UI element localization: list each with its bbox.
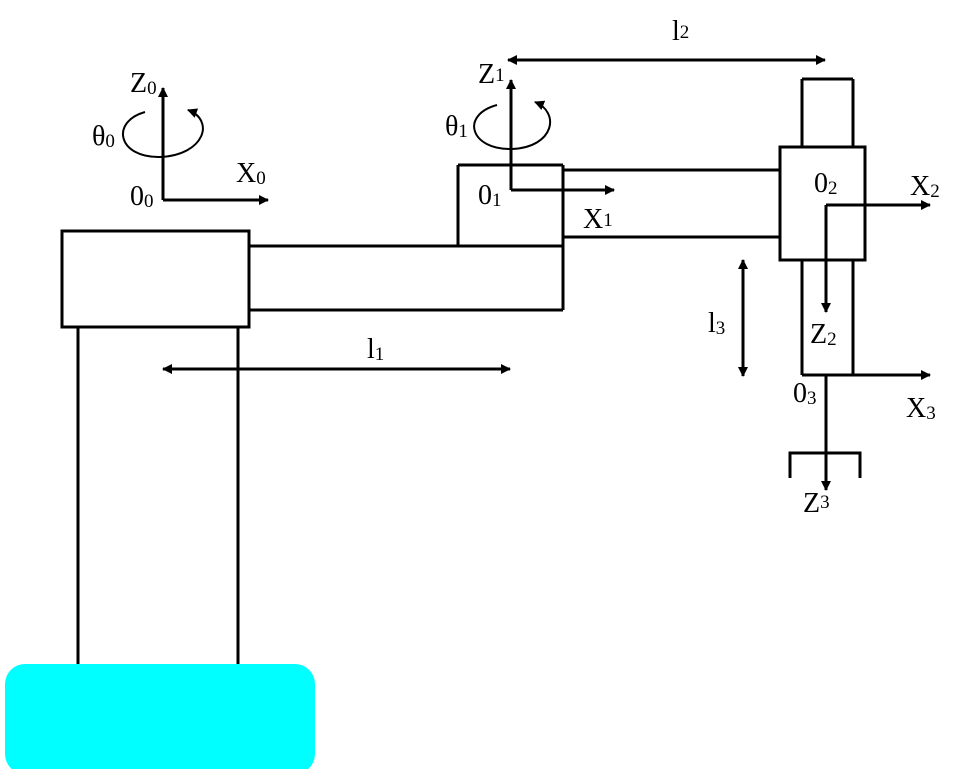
- base-column: [76, 328, 240, 664]
- label-l2: l2: [672, 16, 689, 47]
- label-o2: 02: [814, 168, 838, 199]
- label-theta1: θ1: [445, 111, 468, 142]
- prismatic-upper: [800, 77, 855, 147]
- label-z1: Z1: [478, 59, 505, 90]
- joint0-housing: [60, 229, 251, 329]
- link1: [249, 165, 565, 312]
- frame3-axes: [821, 370, 931, 491]
- robot-base: [5, 664, 315, 769]
- label-x0: X0: [236, 158, 266, 189]
- label-x3: X3: [906, 393, 936, 424]
- label-x1: X1: [583, 204, 613, 235]
- link2: [563, 168, 780, 239]
- label-o0: 00: [130, 181, 154, 212]
- label-z2: Z2: [810, 319, 837, 350]
- label-o1: 01: [478, 180, 502, 211]
- label-l1: l1: [367, 334, 384, 365]
- label-z3: Z3: [803, 488, 830, 519]
- rotation-arrow-theta1-icon: [473, 100, 551, 151]
- label-z0: Z0: [130, 68, 157, 99]
- label-o3: 03: [793, 378, 817, 409]
- frame2-axes: [821, 200, 931, 313]
- frame1-axes: [473, 79, 615, 195]
- label-theta0: θ0: [92, 121, 115, 152]
- frame0-axes: [122, 87, 269, 205]
- label-x2: X2: [910, 171, 940, 202]
- rotation-arrow-theta0-icon: [122, 108, 204, 159]
- label-l3: l3: [708, 308, 725, 339]
